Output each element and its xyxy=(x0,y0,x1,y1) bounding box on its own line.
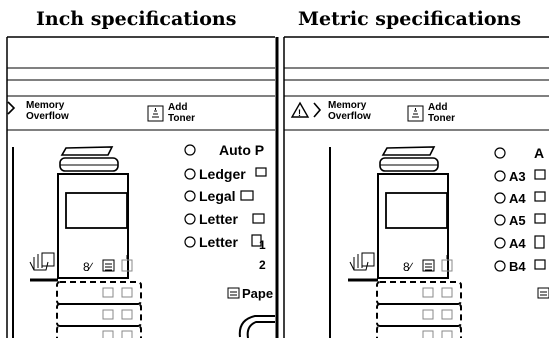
svg-text:Auto P: Auto P xyxy=(219,142,264,158)
paper-option-4[interactable]: Letter xyxy=(184,211,265,227)
svg-text:Letter: Letter xyxy=(199,211,238,227)
paper-orientation-icon xyxy=(240,190,254,201)
chevron-left-icon xyxy=(7,101,16,115)
inch-paper-options: Auto P Ledger Legal Letter Letter xyxy=(184,142,267,250)
paper-option-1[interactable]: A xyxy=(494,145,544,161)
inch-heading: Inch specifications xyxy=(36,8,236,30)
svg-text:!: ! xyxy=(298,108,301,118)
toner-button-icon[interactable] xyxy=(441,255,453,272)
copier-icon xyxy=(379,146,439,172)
sort-icon[interactable]: 8∕ xyxy=(403,260,414,274)
toner-button-icon[interactable] xyxy=(121,255,133,272)
inch-add-toner-indicator: Add Toner xyxy=(147,102,195,124)
inch-panel: Memory Overflow Add Toner xyxy=(6,36,275,338)
paper-label: Pape xyxy=(242,286,273,301)
chevron-left-icon xyxy=(313,102,322,118)
svg-text:Memory: Memory xyxy=(328,100,367,111)
paper-tray-button-icon[interactable] xyxy=(238,315,275,338)
paper-orientation-icon xyxy=(251,234,262,247)
inch-display-window xyxy=(65,192,128,229)
warning-triangle-icon xyxy=(290,101,310,118)
paper-select-button[interactable]: Pape xyxy=(227,286,273,301)
paper-option-2[interactable]: Ledger xyxy=(184,166,267,182)
add-label: Add xyxy=(168,102,187,113)
svg-text:Toner: Toner xyxy=(428,113,455,124)
svg-text:B4: B4 xyxy=(509,259,526,274)
paper-select-button[interactable] xyxy=(537,287,549,299)
paper-option-3[interactable]: Legal xyxy=(184,188,254,204)
svg-text:Add: Add xyxy=(428,102,447,113)
paper-option-5[interactable]: A4 xyxy=(494,235,545,251)
metric-memory-overflow-indicator: ! Memory Overflow xyxy=(290,100,371,122)
stack-icon[interactable] xyxy=(102,259,115,272)
metric-panel: ! Memory Overflow Add Toner 8∕ xyxy=(283,36,549,338)
inch-paper-trays xyxy=(56,281,142,338)
paper-orientation-icon xyxy=(255,167,267,177)
inch-memory-overflow-indicator: Memory Overflow xyxy=(7,100,69,122)
inch-tray-icons xyxy=(102,287,133,338)
svg-text:Overflow: Overflow xyxy=(328,111,371,122)
metric-add-toner-indicator: Add Toner xyxy=(407,102,455,124)
toner-label: Toner xyxy=(168,113,195,124)
tray-number-1: 1 xyxy=(259,238,266,252)
svg-text:Ledger: Ledger xyxy=(199,166,246,182)
toner-bottle-icon xyxy=(407,105,424,122)
svg-text:A5: A5 xyxy=(509,213,526,228)
svg-text:A4: A4 xyxy=(509,236,526,251)
metric-display-window xyxy=(385,192,448,229)
metric-paper-trays xyxy=(376,281,462,338)
svg-text:A: A xyxy=(534,145,544,161)
stack-icon[interactable] xyxy=(422,259,435,272)
paper-option-4[interactable]: A5 xyxy=(494,213,546,228)
paper-option-6[interactable]: B4 xyxy=(494,259,546,274)
svg-text:A3: A3 xyxy=(509,169,526,184)
paper-option-5[interactable]: Letter xyxy=(184,234,262,250)
toner-bottle-icon xyxy=(147,105,164,122)
sort-icon[interactable]: 8∕ xyxy=(83,260,94,274)
paper-orientation-icon xyxy=(252,213,265,224)
overflow-label: Overflow xyxy=(26,111,69,122)
svg-text:A4: A4 xyxy=(509,191,526,206)
metric-heading: Metric specifications xyxy=(298,8,521,30)
memory-label: Memory xyxy=(26,100,65,111)
svg-text:Legal: Legal xyxy=(199,188,236,204)
hand-copy-icon xyxy=(29,252,55,271)
metric-tray-icons xyxy=(422,287,453,338)
paper-option-2[interactable]: A3 xyxy=(494,169,546,184)
hand-copy-icon xyxy=(349,252,375,271)
svg-text:Letter: Letter xyxy=(199,234,238,250)
paper-option-1[interactable]: Auto P xyxy=(184,142,264,158)
paper-option-3[interactable]: A4 xyxy=(494,191,546,206)
copier-icon xyxy=(59,146,119,172)
radio-circle-icon xyxy=(184,144,196,156)
metric-paper-options: A A3 A4 A5 A4 xyxy=(494,145,546,274)
tray-number-2: 2 xyxy=(259,258,266,272)
